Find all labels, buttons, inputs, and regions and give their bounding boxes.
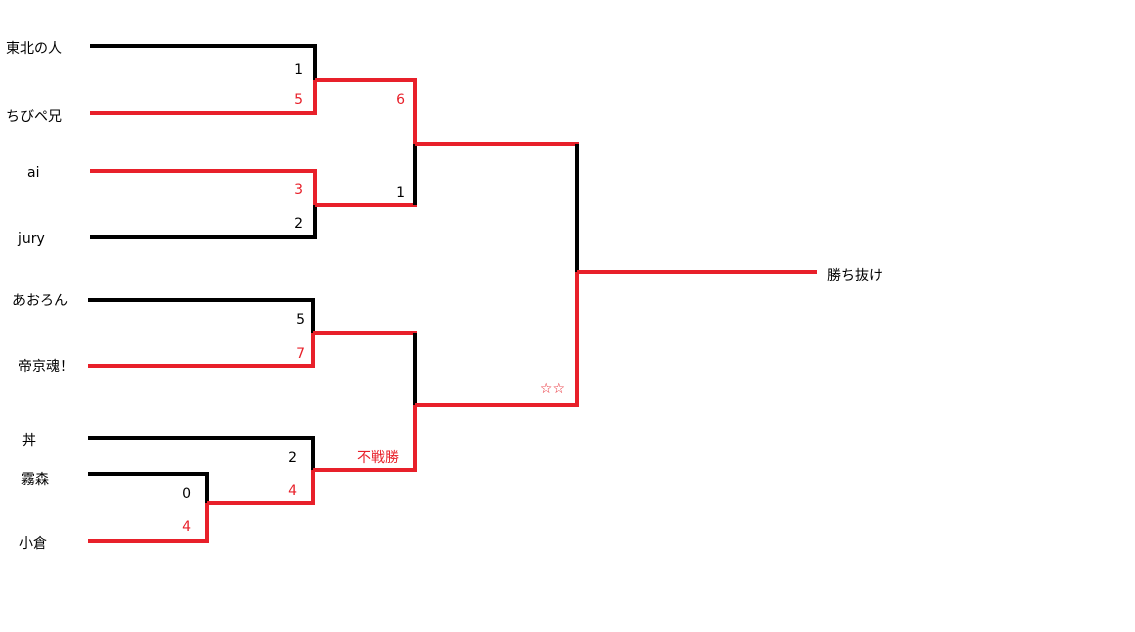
score-tohoku: 1 — [294, 62, 303, 78]
score-jury: 2 — [294, 216, 303, 232]
player-name: 小倉 — [19, 536, 47, 552]
line-aoron — [88, 298, 315, 333]
player-name: あおろん — [12, 293, 68, 309]
score-ogura: 4 — [182, 519, 191, 535]
line-chibipe — [90, 80, 317, 115]
player-name: 丼 — [22, 433, 36, 449]
walkover-note: 不戦勝 — [357, 450, 399, 466]
score-r2a-top: 6 — [396, 92, 405, 108]
player-name: 東北の人 — [6, 41, 62, 57]
score-teikyo: 7 — [296, 346, 305, 362]
finish-label: 勝ち抜け — [827, 268, 883, 284]
score-aoron: 5 — [296, 312, 305, 328]
line-kirimori — [88, 472, 209, 503]
line-ai — [90, 169, 317, 205]
line-ogura — [88, 503, 209, 543]
final-note: ☆☆ — [540, 381, 565, 397]
score-don: 2 — [288, 450, 297, 466]
line-pre-winner — [207, 470, 315, 505]
score-chibipe: 5 — [294, 92, 303, 108]
player-name: ai — [27, 165, 39, 181]
line-don — [88, 436, 315, 470]
line-r2a-winner — [415, 142, 579, 272]
player-name: 霧森 — [21, 472, 49, 488]
line-jury — [90, 205, 317, 239]
line-tohoku — [90, 44, 317, 80]
line-m3-winner — [313, 331, 417, 405]
player-name: jury — [17, 231, 45, 247]
line-teikyo — [88, 333, 315, 368]
line-r2b-winner — [415, 272, 579, 407]
score-r2a-bottom: 1 — [396, 185, 405, 201]
line-m4-winner — [313, 405, 417, 472]
player-name: 帝京魂！ — [18, 359, 74, 375]
score-ai: 3 — [294, 182, 303, 198]
score-pre-winner: 4 — [288, 483, 297, 499]
line-m1-winner — [315, 78, 417, 144]
score-kirimori: 0 — [182, 486, 191, 502]
player-name: ちびペ兄 — [6, 109, 62, 125]
